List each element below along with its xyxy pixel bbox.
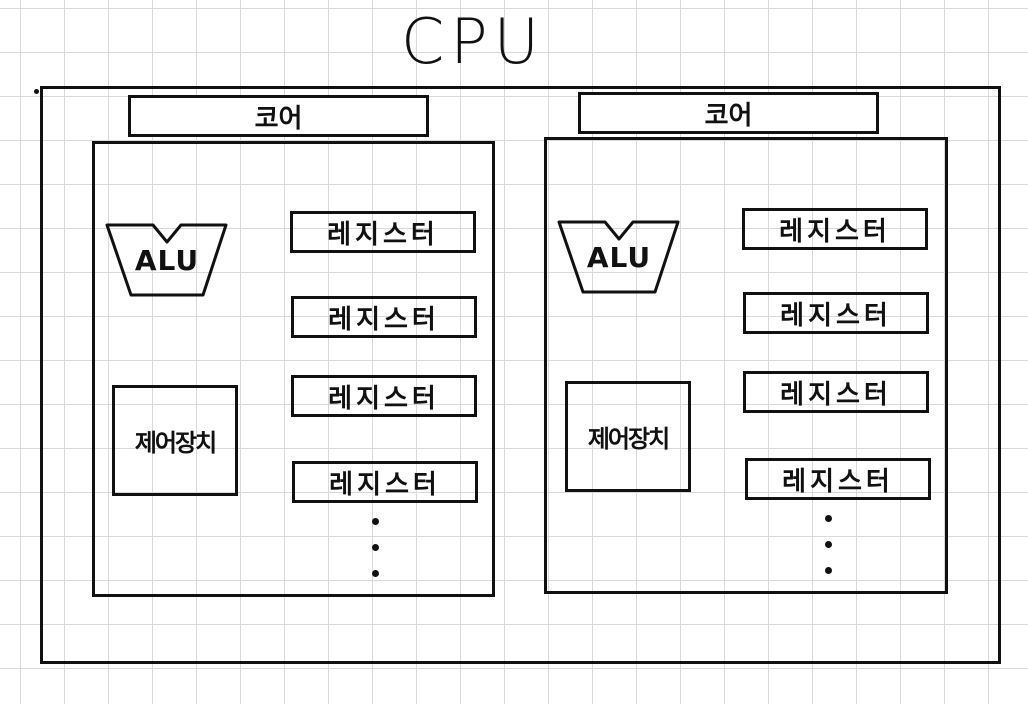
core-2-register-1: 레지스터 xyxy=(742,208,928,250)
core-1-control-unit: 제어장치 xyxy=(112,385,238,496)
core-2-alu-label: ALU xyxy=(586,241,652,274)
core-2-box xyxy=(544,137,948,594)
cpu-outer-box xyxy=(40,86,1001,664)
core-2-alu: ALU xyxy=(557,219,681,295)
core-1-alu: ALU xyxy=(105,222,229,298)
core-2-register-3: 레지스터 xyxy=(743,371,929,413)
core-1-register-3: 레지스터 xyxy=(291,375,477,417)
core-1-ellipsis-dot xyxy=(372,544,379,551)
alu-trapezoid-icon xyxy=(557,220,680,294)
core-2-ellipsis-dot xyxy=(825,541,832,548)
core-2-register-4: 레지스터 xyxy=(745,458,931,500)
core-2-register-2: 레지스터 xyxy=(743,292,929,334)
core-1-ellipsis-dot xyxy=(372,570,379,577)
core-1-register-1: 레지스터 xyxy=(290,211,476,253)
stray-dot xyxy=(34,89,39,94)
core-1-register-2: 레지스터 xyxy=(291,296,477,338)
core-1-label: 코어 xyxy=(128,95,429,137)
core-1-alu-label: ALU xyxy=(134,244,200,277)
core-2-control-unit: 제어장치 xyxy=(565,381,691,492)
alu-trapezoid-icon xyxy=(105,223,228,297)
core-1-box xyxy=(92,141,495,597)
cpu-title: CPU xyxy=(400,5,546,78)
core-2-label: 코어 xyxy=(578,92,879,134)
core-1-ellipsis-dot xyxy=(372,518,379,525)
core-2-ellipsis-dot xyxy=(825,567,832,574)
core-2-ellipsis-dot xyxy=(825,515,832,522)
core-1-register-4: 레지스터 xyxy=(292,461,478,503)
